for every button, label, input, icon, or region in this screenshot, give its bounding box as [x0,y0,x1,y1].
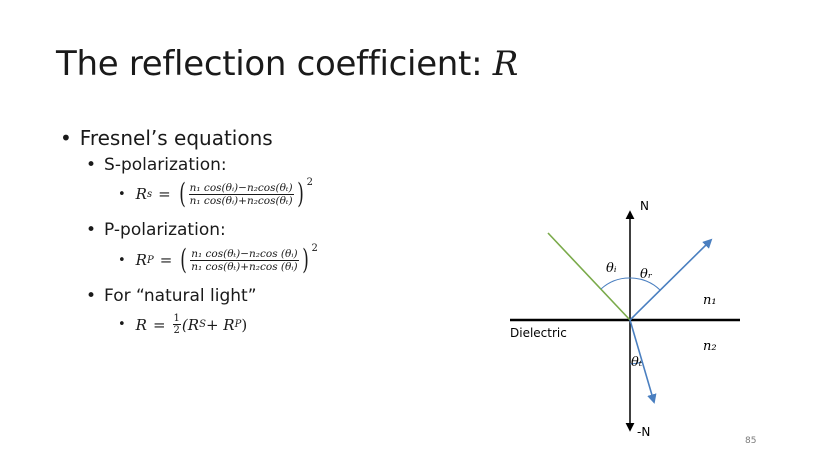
theta-i-arc [600,277,631,290]
r-rs-subscript: S [199,319,206,330]
equals-sign: = [152,315,166,334]
natural-light-label: For “natural light” [104,286,257,306]
bullet-dot: • [118,186,126,202]
equals-sign: = [158,185,171,203]
bullet-dot: • [86,155,97,175]
rs-exponent: 2 [306,176,313,188]
label-theta-i: θᵢ [606,261,617,276]
bullet-dot: • [60,126,72,150]
right-paren: ) [296,177,304,210]
label-theta-r: θᵣ [640,267,653,282]
left-paren: ( [178,177,186,210]
bullet-dot: • [118,317,126,332]
equals-sign: = [159,251,173,269]
r-rhs-open: (R [181,315,200,334]
label-n2: n₂ [703,339,717,354]
incident-ray [547,232,631,321]
half-denominator: 2 [172,324,181,336]
rs-fraction: n₁ cos(θᵢ)−n₂cos(θₜ) n₁ cos(θᵢ)+n₂cos(θₜ… [188,181,294,207]
left-paren: ( [180,243,188,276]
rs-symbol: R [135,185,147,203]
s-pol-label: S-polarization: [104,155,227,175]
slide-title: The reflection coefficient: R [56,44,518,84]
bullet-dot: • [86,220,97,240]
rs-subscript: s [146,188,153,200]
bullet-dot: • [86,286,97,306]
title-variable: R [492,44,519,84]
right-paren: ) [301,243,309,276]
label-theta-t: θₜ [631,355,643,370]
reflected-ray [629,238,713,321]
label-minus-n: -N [637,425,650,439]
theta-r-arc [629,277,661,291]
label-n: N [640,199,649,213]
rs-numerator: n₁ cos(θᵢ)−n₂cos(θₜ) [189,181,293,194]
bullet-fresnel: • Fresnel’s equations [60,126,273,150]
page-number: 85 [745,436,757,446]
label-dielectric: Dielectric [510,326,567,340]
bullet-p-polarization: • P-polarization: [86,220,226,240]
bullet-natural-light: • For “natural light” [86,286,257,306]
bullet-dot: • [118,252,126,268]
label-n1: n₁ [703,293,717,308]
r-rp-subscript: P [234,319,242,330]
r-rhs-close: ) [241,315,248,334]
r-rhs-plus: + R [205,315,235,334]
theta-t-arc [629,361,643,365]
refracted-ray [629,319,657,404]
half-fraction: 1 2 [172,313,181,336]
bullet-s-polarization: • S-polarization: [86,155,227,175]
title-text: The reflection coefficient: [56,44,493,84]
rp-fraction: n₁ cos(θₜ)−n₂cos (θᵢ) n₁ cos(θₜ)+n₂cos (… [190,247,299,273]
rp-exponent: 2 [311,242,318,254]
bullet-fresnel-text: Fresnel’s equations [79,126,273,150]
rp-subscript: P [146,254,154,266]
rp-symbol: R [135,251,147,269]
rp-denominator: n₁ cos(θₜ)+n₂cos (θᵢ) [190,259,299,273]
half-numerator: 1 [173,313,180,324]
p-pol-label: P-polarization: [104,220,226,240]
rs-denominator: n₁ cos(θᵢ)+n₂cos(θₜ) [188,193,294,207]
r-symbol: R [135,315,147,334]
rp-numerator: n₁ cos(θₜ)−n₂cos (θᵢ) [191,247,298,260]
